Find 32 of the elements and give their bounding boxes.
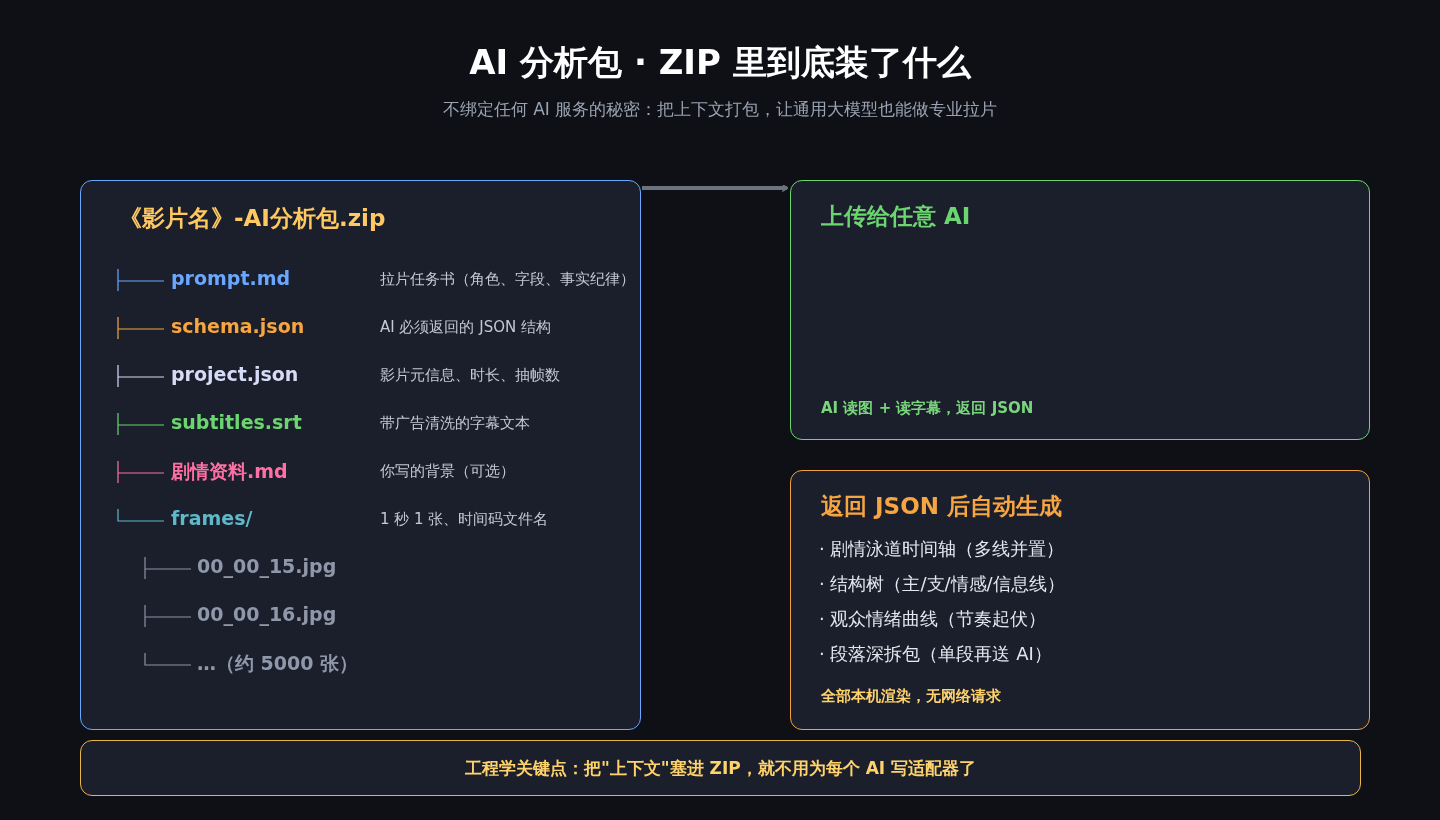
archive-title: 《影片名》-AI分析包.zip <box>119 204 386 233</box>
file-description: 带广告清洗的字幕文本 <box>380 414 530 433</box>
arrow <box>642 183 789 193</box>
file-name: schema.json <box>171 315 305 337</box>
file-name: prompt.md <box>171 267 291 289</box>
file-name: project.json <box>171 363 299 385</box>
list-item: · 结构树（主/支/情感/信息线） <box>819 572 1065 596</box>
file-description: 影片元信息、时长、抽帧数 <box>380 366 560 385</box>
file-description: 拉片任务书（角色、字段、事实纪律） <box>380 270 635 289</box>
panel-note: 全部本机渲染，无网络请求 <box>821 687 1001 706</box>
file-name: 剧情资料.md <box>171 459 288 484</box>
output-panel <box>790 470 1370 730</box>
upload-panel <box>790 180 1370 440</box>
subtitle: 不绑定任何 AI 服务的秘密：把上下文打包，让通用大模型也能做专业拉片 <box>441 98 999 121</box>
file-description: AI 必须返回的 JSON 结构 <box>380 318 551 337</box>
file-description: 1 秒 1 张、时间码文件名 <box>380 510 549 529</box>
file-name: …（约 5000 张） <box>197 651 359 676</box>
key-point-banner <box>80 740 1361 796</box>
panel-heading: 返回 JSON 后自动生成 <box>821 492 1062 521</box>
list-item: · 观众情绪曲线（节奏起伏） <box>819 607 1047 631</box>
key-point-text: 工程学关键点：把"上下文"塞进 ZIP，就不用为每个 AI 写适配器了 <box>463 757 978 780</box>
file-tree-panel <box>80 180 641 730</box>
title: AI 分析包 · ZIP 里到底装了什么 <box>468 41 973 84</box>
list-item: · 段落深拆包（单段再送 AI） <box>819 642 1052 666</box>
file-name: 00_00_15.jpg <box>197 555 337 577</box>
file-name: subtitles.srt <box>171 411 302 433</box>
panel-note: AI 读图 + 读字幕，返回 JSON <box>821 399 1034 418</box>
panel-heading: 上传给任意 AI <box>821 202 971 231</box>
list-item: · 剧情泳道时间轴（多线并置） <box>819 537 1065 561</box>
file-description: 你写的背景（可选） <box>380 462 515 481</box>
file-name: 00_00_16.jpg <box>197 603 337 625</box>
file-name: frames/ <box>171 507 253 529</box>
